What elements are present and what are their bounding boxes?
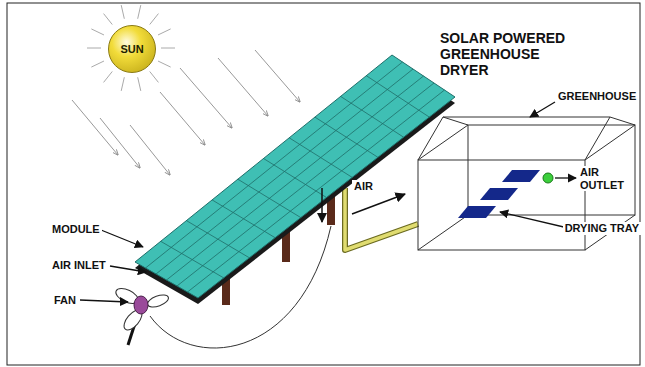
diagram-title: SOLAR POWERED GREENHOUSE DRYER <box>440 30 590 78</box>
part-label: DRYING TRAY <box>563 222 641 235</box>
node-text: SUN <box>120 43 143 55</box>
leader-arrows <box>80 102 576 302</box>
air-outlet <box>543 173 553 183</box>
part-label: AIR INLET <box>50 259 108 272</box>
fan-wire <box>150 226 331 348</box>
sun-rays <box>87 5 175 91</box>
sun-circle: SUN <box>108 25 156 73</box>
air-flow-arrow <box>321 188 323 222</box>
picture-frame <box>7 3 640 365</box>
part-label: AIR <box>352 180 375 193</box>
air-flow-arrow <box>352 194 405 214</box>
solar-module <box>135 55 455 298</box>
cell-grid <box>146 62 445 292</box>
part-label: AIR OUTLET <box>578 166 634 191</box>
part-label: MODULE <box>50 223 102 236</box>
drying-trays <box>458 170 540 218</box>
fan <box>114 226 331 348</box>
part-label: GREENHOUSE <box>556 90 638 103</box>
part-label: FAN <box>52 294 78 307</box>
